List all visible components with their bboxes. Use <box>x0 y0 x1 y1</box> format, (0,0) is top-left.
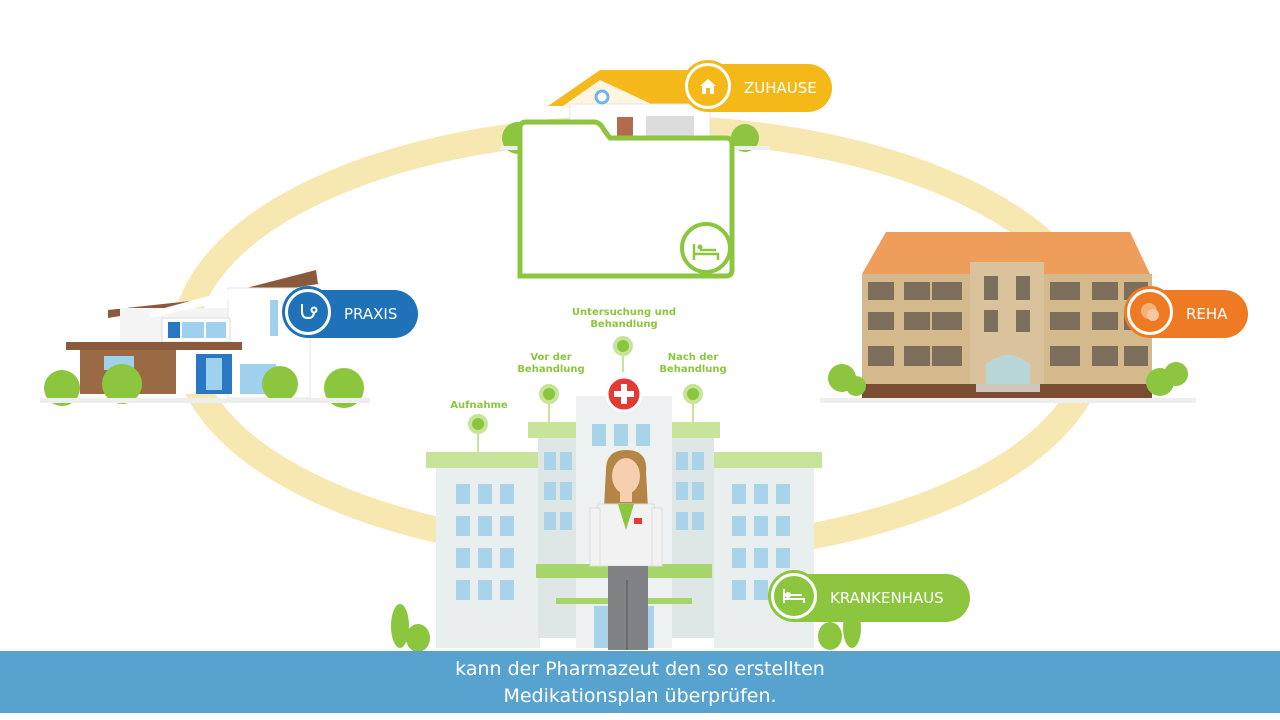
step-label-vor: Vor der Behandlung <box>506 352 596 376</box>
step-label-aufnahme: Aufnahme <box>442 400 516 412</box>
step-unt-line1: Untersuchung und <box>571 307 677 318</box>
step-label-nach: Nach der Behandlung <box>650 352 736 376</box>
home-icon <box>684 62 732 110</box>
location-zuhause-label: ZUHAUSE <box>744 79 817 97</box>
location-zuhause[interactable]: ZUHAUSE <box>684 62 832 112</box>
step-label-untersuchung: Untersuchung und Behandlung <box>566 307 682 331</box>
building-reha <box>820 232 1196 403</box>
reha-circle-icon <box>1126 288 1174 336</box>
location-reha-label: REHA <box>1186 305 1228 323</box>
step-unt-line2: Behandlung <box>590 319 658 330</box>
hospital-windows <box>456 424 790 648</box>
step-vor-line2: Behandlung <box>517 364 585 375</box>
location-krankenhaus[interactable]: KRANKENHAUS <box>770 572 970 622</box>
step-nach-line2: Behandlung <box>659 364 727 375</box>
subtitle-line2: Medikationsplan überprüfen. <box>503 685 777 707</box>
location-krankenhaus-label: KRANKENHAUS <box>830 589 944 607</box>
folder-frame <box>517 119 735 279</box>
subtitle-line1: kann der Pharmazeut den so erstellten <box>455 658 825 680</box>
subtitle-text: kann der Pharmazeut den so erstellten Me… <box>0 656 1280 710</box>
step-dots <box>468 336 703 434</box>
step-aufnahme-text: Aufnahme <box>450 400 508 411</box>
location-reha[interactable]: REHA <box>1126 288 1248 338</box>
location-praxis[interactable]: PRAXIS <box>284 288 418 338</box>
bed-icon <box>692 244 720 260</box>
subtitle-bar <box>0 651 1280 713</box>
step-vor-line1: Vor der <box>530 352 572 363</box>
pharmacist-figure <box>589 450 663 650</box>
location-praxis-label: PRAXIS <box>344 305 398 323</box>
step-nach-line1: Nach der <box>667 352 719 363</box>
house-praxis <box>40 270 370 408</box>
stethoscope-icon <box>284 288 332 336</box>
hospital-bed-icon <box>770 572 818 620</box>
